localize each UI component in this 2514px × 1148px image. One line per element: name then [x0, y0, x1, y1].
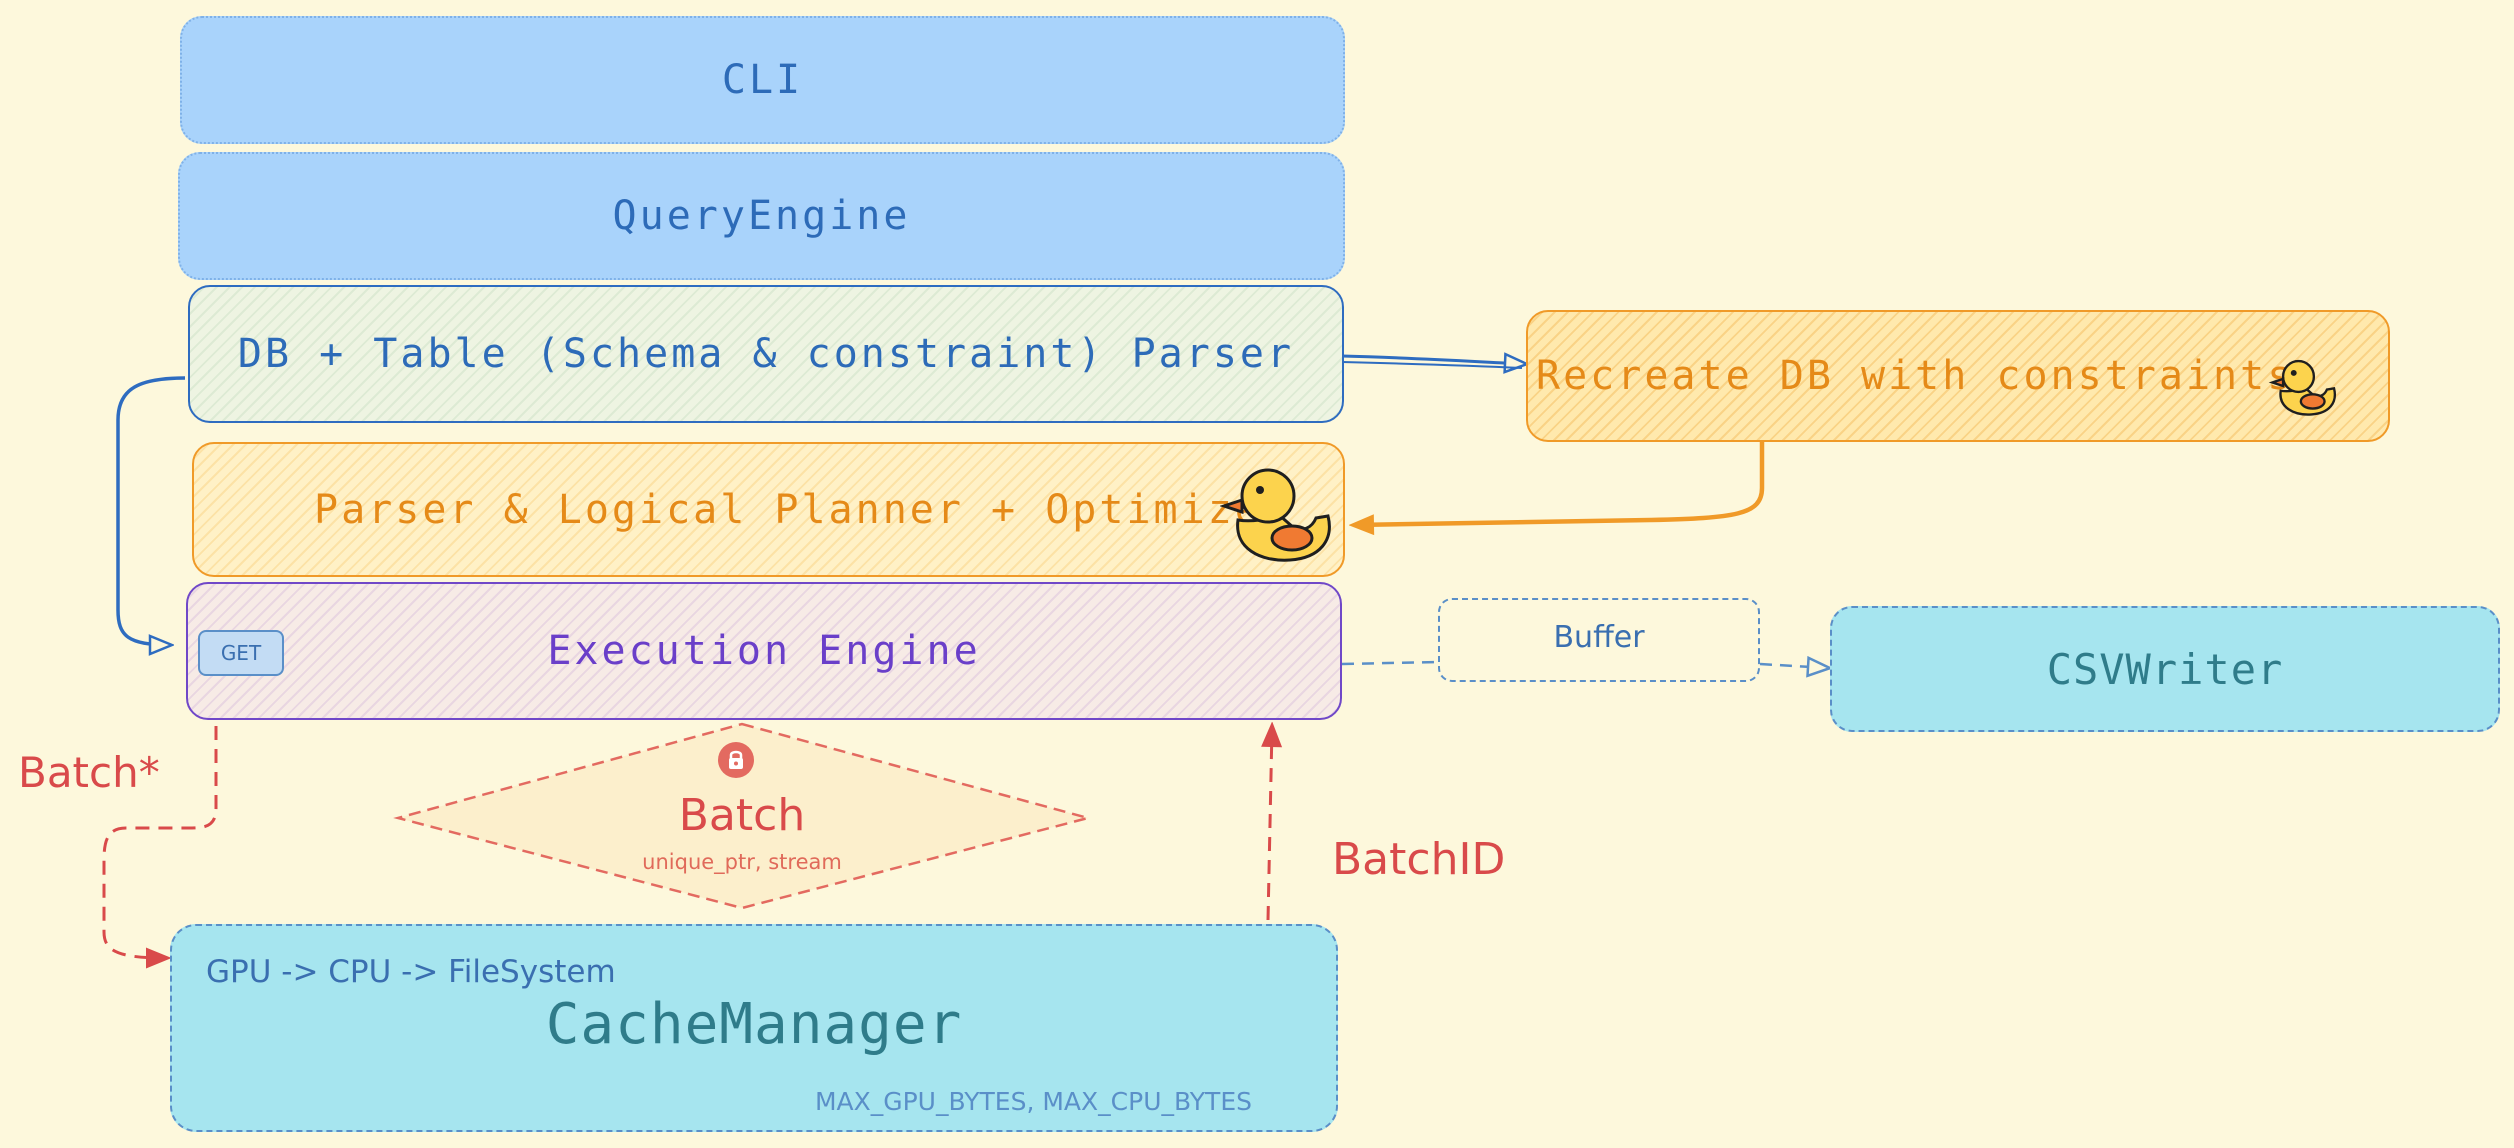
- get-badge-label: GET: [220, 641, 262, 665]
- db-parser-layer: DB + Table (Schema & constraint) Parser: [188, 285, 1344, 423]
- execution-engine-label: Execution Engine: [547, 628, 981, 674]
- get-badge: GET: [198, 630, 284, 676]
- arrow-parser-to-execution: [116, 376, 186, 645]
- arrow-buffer-to-csvwriter: [1759, 664, 1828, 668]
- buffer-box: Buffer: [1438, 598, 1760, 682]
- planner-label: Parser & Logical Planner + Optimizer: [314, 486, 1289, 533]
- arrow-batch-ptr: [102, 726, 218, 958]
- csv-writer-label: CSVWriter: [2046, 644, 2284, 694]
- batch-title: Batch: [678, 790, 806, 841]
- db-parser-label: DB + Table (Schema & constraint) Parser: [237, 331, 1295, 377]
- batch-ptr-label: Batch*: [18, 748, 160, 797]
- arrow-parser-to-recreate: [1341, 356, 1525, 364]
- arrow-recreate-to-planner: [1355, 442, 1765, 525]
- execution-engine-layer: Execution Engine: [186, 582, 1342, 720]
- lock-icon: [718, 742, 754, 778]
- cache-manager-title: CacheManager: [545, 992, 963, 1057]
- buffer-label: Buffer: [1553, 620, 1645, 655]
- cache-manager-limits: MAX_GPU_BYTES, MAX_CPU_BYTES: [814, 1087, 1252, 1116]
- csv-writer-box: CSVWriter: [1830, 606, 2500, 732]
- arrow-batch-id: [1268, 728, 1272, 921]
- query-engine-label: QueryEngine: [612, 193, 911, 239]
- batch-diamond: [393, 722, 1093, 910]
- recreate-db-label: Recreate DB with constraints: [1536, 353, 2295, 399]
- batch-id-label: BatchID: [1332, 834, 1506, 885]
- cache-manager-path: GPU -> CPU -> FileSystem: [206, 954, 616, 990]
- batch-subtitle: unique_ptr, stream: [642, 850, 842, 874]
- cli-layer: CLI: [180, 16, 1345, 144]
- arrow-execution-to-buffer: [1341, 660, 1439, 666]
- duck-icon: [2268, 354, 2342, 418]
- recreate-db-box: Recreate DB with constraints: [1526, 310, 2390, 442]
- duck-icon: [1219, 458, 1338, 566]
- cache-manager-box: GPU -> CPU -> FileSystem CacheManager MA…: [170, 924, 1338, 1132]
- query-engine-layer: QueryEngine: [178, 152, 1345, 280]
- cli-label: CLI: [721, 57, 804, 103]
- planner-layer: Parser & Logical Planner + Optimizer: [192, 442, 1345, 577]
